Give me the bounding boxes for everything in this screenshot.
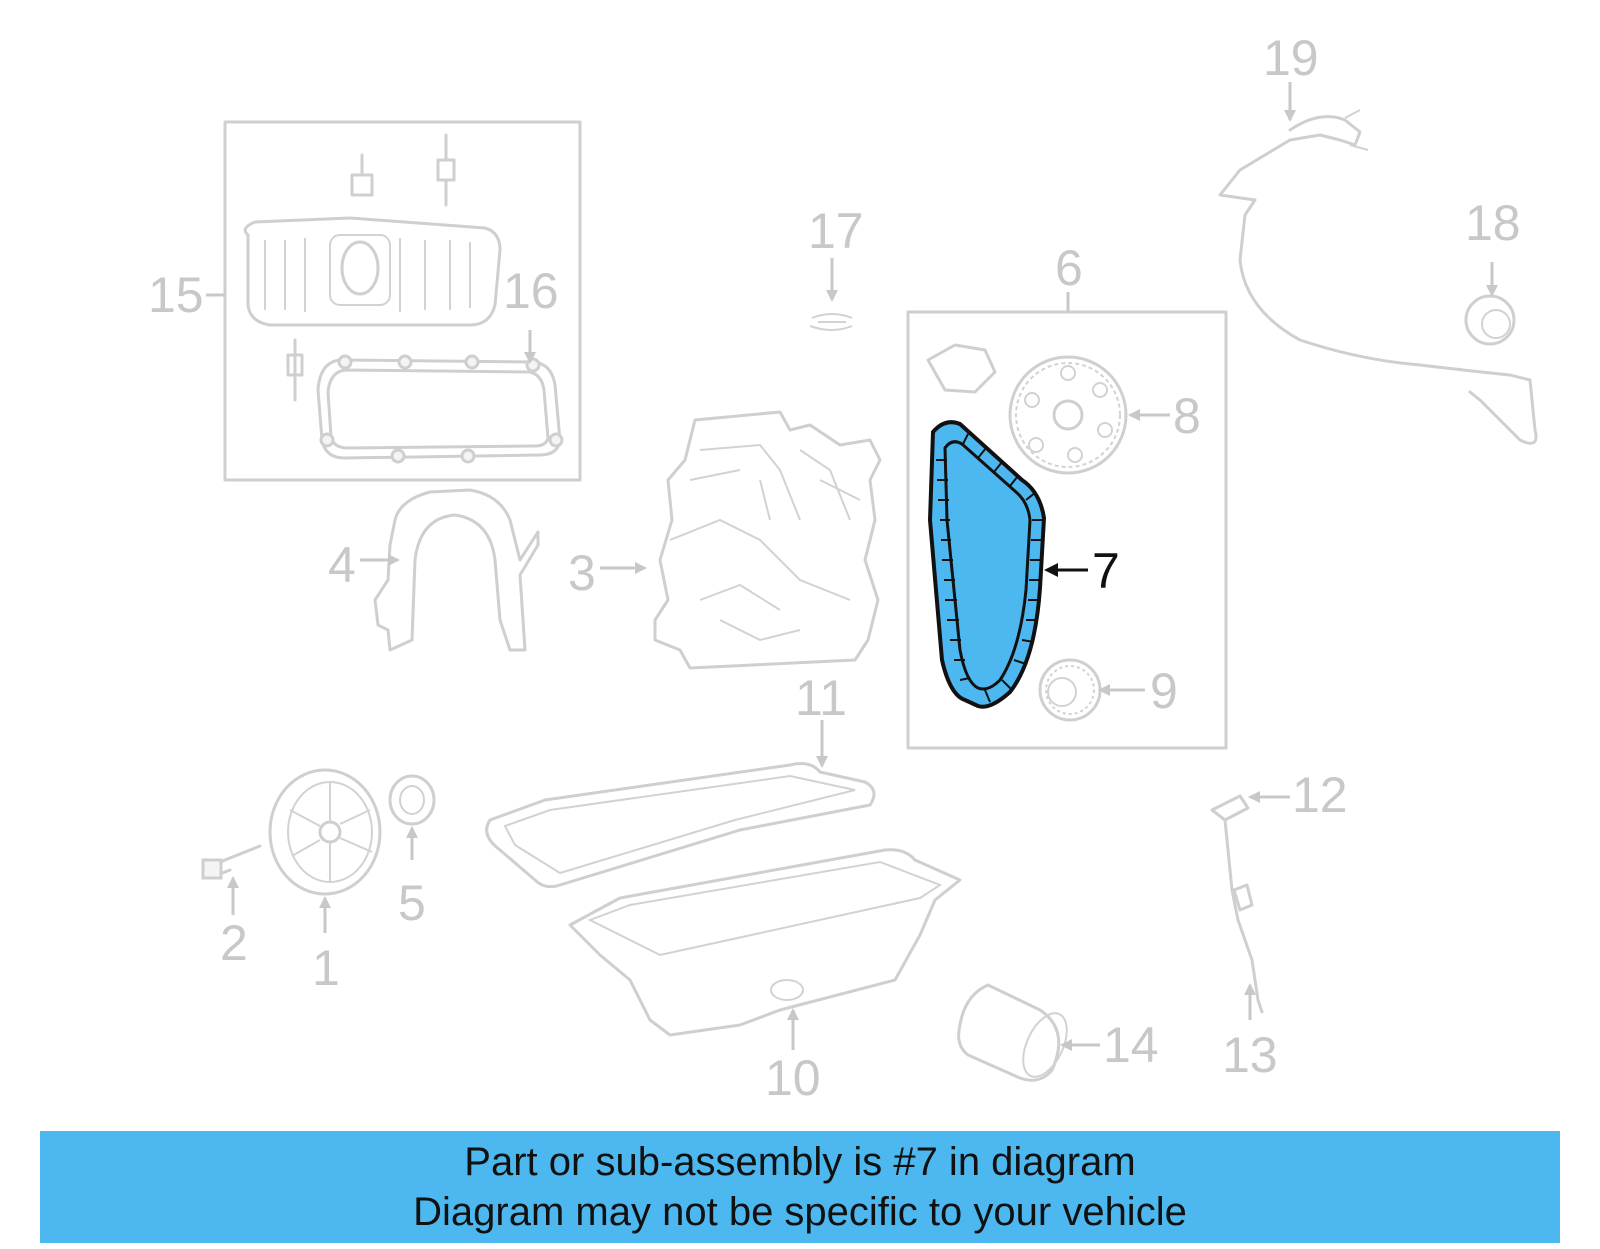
callout-15: 15 [148,267,204,323]
callout-1: 1 [312,940,340,996]
timing-kit-group [906,310,1228,750]
callout-3: 3 [568,545,596,601]
banner-line-part: Part or sub-assembly is #7 in diagram [464,1140,1136,1184]
callout-10: 10 [765,1050,821,1106]
callout-17: 17 [808,203,864,259]
callout-numbers: 1 2 3 4 5 6 7 8 9 10 11 12 13 14 15 16 1… [148,30,1521,1106]
callout-13: 13 [1222,1027,1278,1083]
info-banner: Part or sub-assembly is #7 in diagram Di… [40,1131,1560,1243]
oil-pan-gasket [485,762,876,889]
callout-11: 11 [795,670,847,726]
seal-washer [809,313,853,331]
banner-line-disclaimer: Diagram may not be specific to your vehi… [413,1190,1187,1234]
valve-cover-group [223,120,582,482]
callout-5: 5 [398,875,426,931]
timing-cover [653,410,882,670]
sensor-harness [1218,109,1538,445]
callout-14: 14 [1103,1017,1159,1073]
parts-diagram: 1 2 3 4 5 6 7 8 9 10 11 12 13 14 15 16 1… [148,30,1538,1106]
callout-4: 4 [328,537,356,593]
timing-chain [927,420,1047,709]
dipstick [1210,794,1264,1014]
crank-pulley-group [201,768,436,896]
callout-9: 9 [1150,663,1178,719]
callout-12: 12 [1292,767,1348,823]
timing-cover-gasket [373,488,540,652]
leader-lines [206,82,1498,1051]
callout-2: 2 [220,915,248,971]
callout-7: 7 [1092,543,1120,599]
callout-19: 19 [1263,30,1319,86]
oil-filter [957,983,1068,1082]
callout-6: 6 [1055,240,1083,296]
callout-16: 16 [503,263,559,319]
oil-pan [568,848,962,1037]
callout-18: 18 [1465,195,1521,251]
callout-8: 8 [1173,388,1201,444]
